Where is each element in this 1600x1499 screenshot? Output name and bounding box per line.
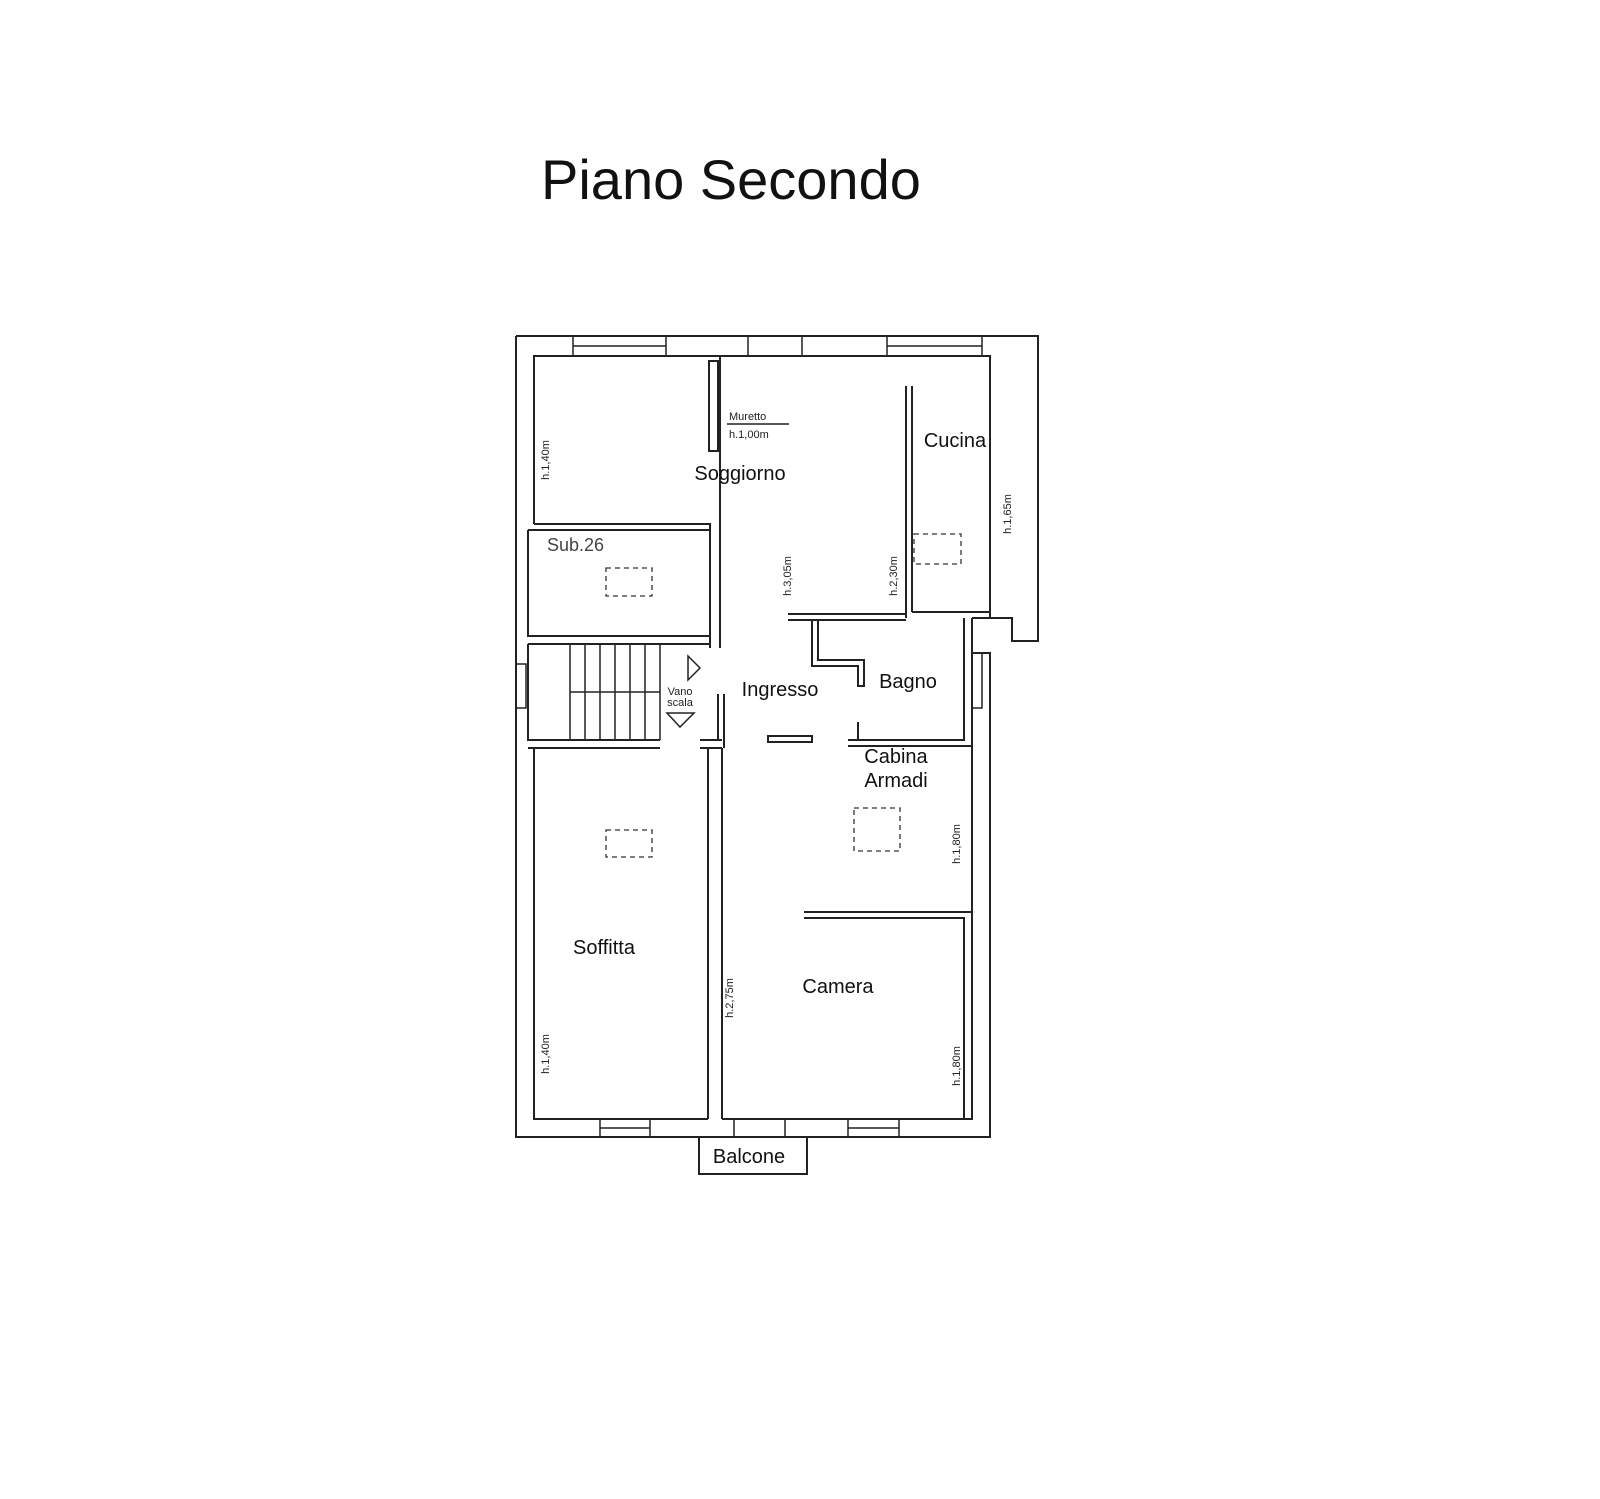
height-label-soggiorno: h.1,40m (540, 440, 552, 480)
height-label-ingresso: h.3,05m (782, 556, 794, 596)
room-label-balcone: Balcone (713, 1146, 785, 1168)
muretto-height-label: h.1,00m (729, 429, 769, 441)
interior-walls (527, 356, 990, 1119)
vano-label: Vano (668, 686, 693, 698)
height-label-corridor: h.2,75m (724, 978, 736, 1018)
height-label-camera: h.1,80m (951, 1046, 963, 1086)
stair-down-arrow-icon (665, 712, 696, 729)
room-label-ingresso: Ingresso (742, 679, 819, 701)
scala-label: scala (667, 697, 694, 709)
room-label-armadi: Armadi (864, 770, 927, 792)
room-label-camera: Camera (802, 976, 874, 998)
stair-treads (569, 644, 661, 740)
room-label-soggiorno: Soggiorno (694, 463, 785, 485)
balcone-box (698, 1136, 808, 1175)
height-label-cabina: h.1,80m (951, 824, 963, 864)
room-label-cucina: Cucina (924, 430, 987, 452)
room-label-bagno: Bagno (879, 671, 937, 693)
windows (516, 336, 983, 1137)
muretto-label: Muretto (729, 411, 766, 423)
skylights (605, 533, 962, 858)
room-label-sub26: Sub.26 (547, 535, 604, 555)
height-label-soffitta: h.1,40m (540, 1034, 552, 1074)
stair-up-arrow-icon (687, 654, 702, 682)
room-label-soffitta: Soffitta (573, 937, 636, 959)
height-label-cucina-inner: h.2,30m (888, 556, 900, 596)
room-label-cabina: Cabina (864, 746, 928, 768)
height-label-cucina-right: h.1,65m (1002, 494, 1014, 534)
plan-title: Piano Secondo (541, 148, 921, 211)
